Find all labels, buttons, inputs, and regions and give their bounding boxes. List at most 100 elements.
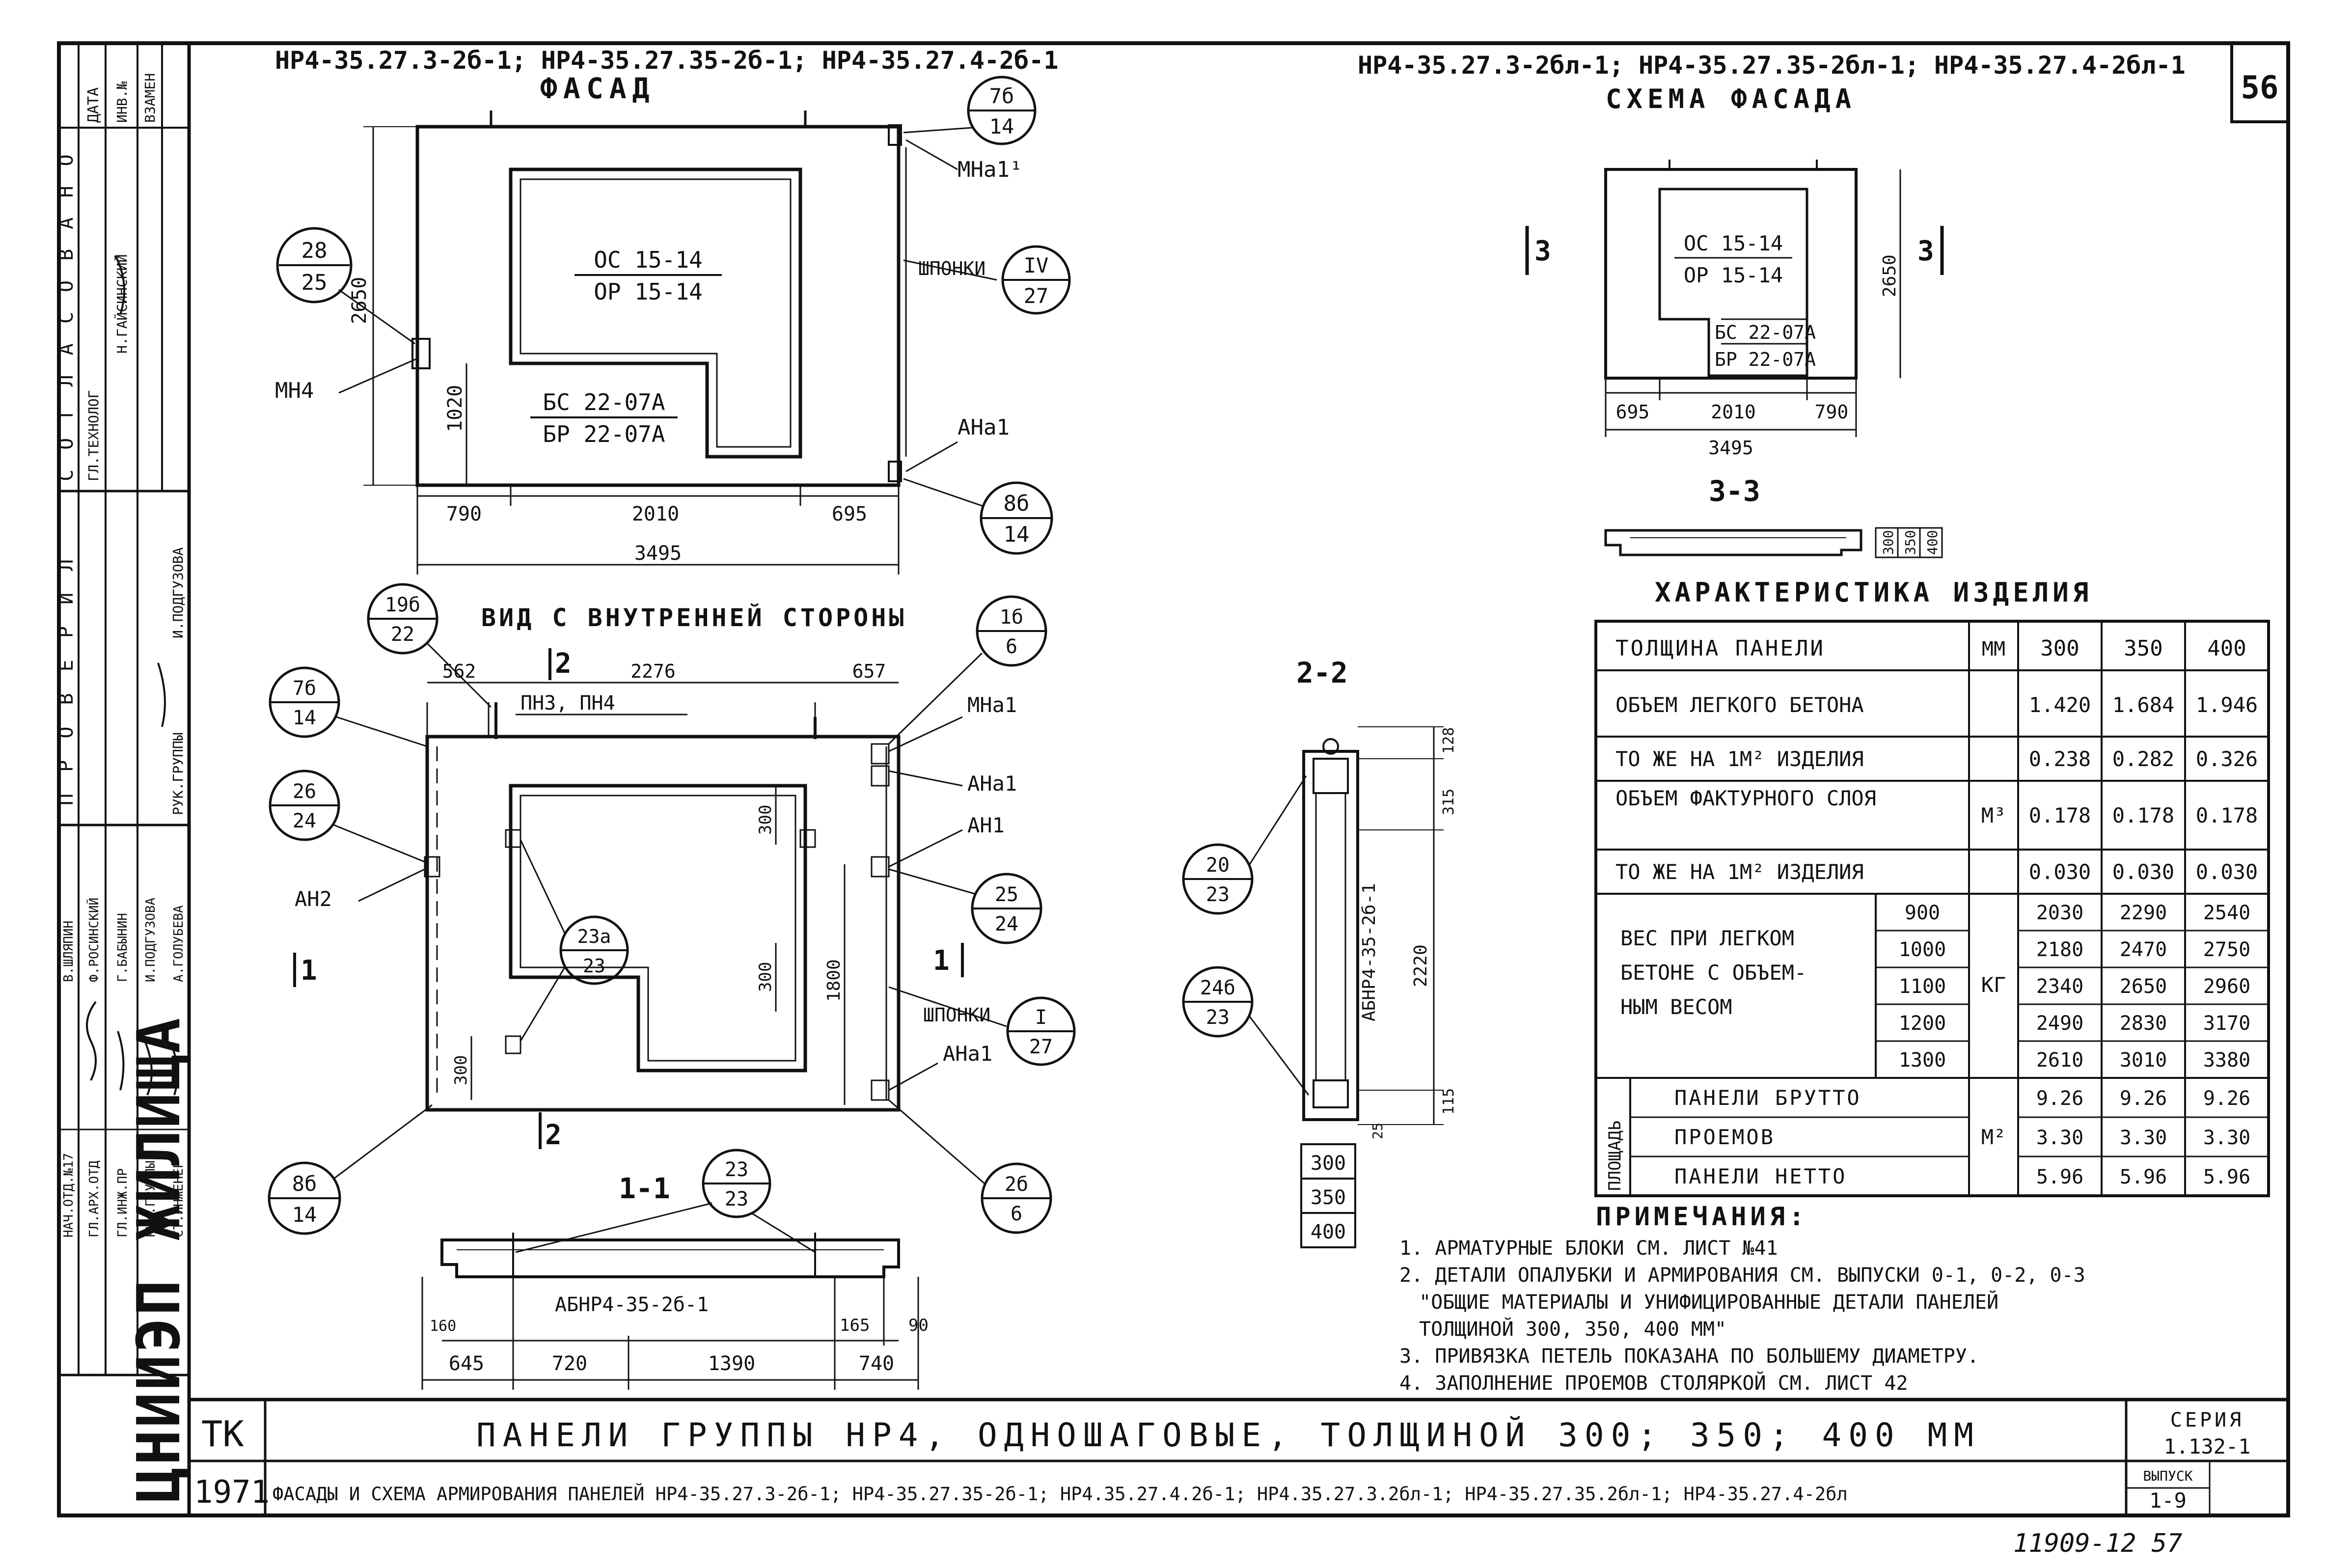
facade-callout-7b-top: 7б (989, 84, 1014, 108)
section11-block: АБНР4-35-2б-1 (555, 1293, 709, 1316)
facade-callout-8b-14 (903, 478, 1053, 555)
stamp-staff-name-2: Г.БАБЫНИН (115, 913, 130, 982)
inner-dim-top2: 2276 (630, 660, 676, 682)
char-weight-1-300: 2180 (2036, 938, 2083, 961)
char-weight-density-1: 1000 (1899, 938, 1946, 961)
inner-cut-marks (293, 648, 964, 1149)
bottom-archive-number: 11909-12 57 (2013, 1529, 2182, 1558)
facade-drawing (411, 110, 907, 487)
section11-title: 1-1 (619, 1172, 670, 1205)
inner-callout-19b-top: 19б (385, 594, 420, 616)
section22-dim-115: 115 (1440, 1088, 1457, 1115)
section22-callout-20-bottom: 23 (1206, 883, 1230, 906)
facade-callout-28-top: 28 (301, 238, 328, 263)
stamp-agreed-role-0: ГЛ.ТЕХНОЛОГ (85, 390, 102, 481)
inner-cut-mark-2-bottom: 2 (545, 1119, 562, 1151)
section33-dim-350: 350 (1902, 530, 1918, 555)
issue-value: 1-9 (2149, 1488, 2187, 1513)
scheme-door-top: БС 22-07А (1715, 322, 1816, 343)
section22-dim-315: 315 (1440, 789, 1457, 815)
section22-thick-350: 350 (1311, 1186, 1346, 1209)
section33-dim-400: 400 (1924, 530, 1941, 555)
section11-dim-90: 90 (908, 1316, 929, 1335)
inner-callout-23a-23 (520, 839, 629, 1042)
inner-label-ana1a: АНа1 (967, 771, 1017, 796)
inner-callout-26-top: 26 (293, 780, 316, 803)
outer-frame (57, 41, 2290, 1517)
facade-dim-total: 3495 (634, 542, 682, 565)
char-weight-density-4: 1300 (1899, 1049, 1946, 1072)
facade-dim-seg1: 790 (446, 503, 482, 525)
inner-callout-25-bottom: 24 (995, 913, 1018, 935)
char-area-label-0: ПАНЕЛИ БРУТТО (1674, 1086, 1861, 1110)
scheme-door-bottom: БР 22-07А (1715, 349, 1816, 370)
section11-dim-165: 165 (840, 1316, 870, 1335)
series-label: СЕРИЯ (2170, 1409, 2244, 1431)
inner-callout-7b-14 (269, 666, 428, 747)
inner-dim-v300c: 300 (451, 1055, 471, 1085)
char-area-0-350: 9.26 (2120, 1087, 2167, 1110)
facade-door-mark-bottom: БР 22-07А (543, 421, 665, 447)
char-weight-0-300: 2030 (2036, 902, 2083, 924)
stamp-staff-name-4: А.ГОЛУБЕВА (171, 905, 186, 982)
facade-title: ФАСАД (540, 72, 656, 105)
facade-dim-height: 2650 (348, 277, 371, 324)
facade-callout-IV-27 (1001, 245, 1071, 315)
stamp-staff-name-1: Ф.РОСИНСКИЙ (86, 898, 102, 982)
title-year: 1971 (194, 1474, 270, 1511)
char-thickness-400: 400 (2207, 636, 2246, 661)
inner-callout-8b-14 (268, 1104, 433, 1235)
facade-door-mark-top: БС 22-07А (543, 389, 665, 415)
char-light-volume-350: 1.684 (2112, 693, 2174, 717)
char-area-2-400: 5.96 (2203, 1166, 2250, 1188)
inner-callout-7b-bottom: 14 (293, 707, 316, 729)
char-weight-0-400: 2540 (2203, 902, 2250, 924)
notes-item-3: ТОЛЩИНОЙ 300, 350, 400 ММ" (1419, 1317, 1726, 1341)
notes-item-4: 3. ПРИВЯЗКА ПЕТЕЛЬ ПОКАЗАНА ПО БОЛЬШЕМУ … (1399, 1345, 1979, 1368)
inner-callout-19b-22 (367, 583, 492, 708)
stamp-header-inv: ИНВ.№ (114, 82, 130, 123)
inner-label-pn: ПН3, ПН4 (520, 692, 615, 715)
inner-callout-2b-bottom: 6 (1011, 1203, 1022, 1225)
scheme-dim-height: 2650 (1880, 254, 1900, 297)
facade-label-mna1: МНа1¹ (958, 157, 1022, 182)
organization-logo: ЦНИИЭП ЖИЛИЩА (125, 1016, 193, 1503)
char-area-1-400: 3.30 (2203, 1127, 2250, 1149)
char-thickness-300: 300 (2040, 636, 2079, 661)
inner-callout-8b-bottom: 14 (292, 1203, 317, 1227)
char-area-2-300: 5.96 (2036, 1166, 2083, 1188)
char-weight-2-300: 2340 (2036, 975, 2083, 998)
stamp-staff-role-0: НАЧ.ОТД.№17 (61, 1153, 76, 1238)
title-block (189, 1398, 2288, 1515)
facade-dim-low: 1020 (444, 385, 466, 432)
char-area-2-350: 5.96 (2120, 1166, 2167, 1188)
inner-dim-v300b: 300 (756, 962, 775, 992)
section22-callout-24b-bottom: 23 (1206, 1006, 1230, 1029)
inner-callout-1b-6 (888, 595, 1047, 745)
section11-dim-160: 160 (430, 1318, 456, 1335)
char-light-volume-300: 1.420 (2029, 693, 2091, 717)
char-area-label-1: ПРОЕМОВ (1674, 1125, 1775, 1149)
char-weight-1-400: 2750 (2203, 938, 2250, 961)
char-light-per-m2-350: 0.282 (2112, 747, 2174, 771)
section33-profile (1604, 527, 1943, 558)
scheme-dimensions (1605, 169, 1901, 437)
inner-callout-23a-top: 23а (577, 926, 611, 947)
notes-title: ПРИМЕЧАНИЯ: (1596, 1202, 1808, 1232)
inner-callout-23a-bottom: 23 (583, 955, 605, 977)
stamp-staff-role-2: ГЛ.ИНЖ.ПР (115, 1168, 130, 1238)
inner-label-an1: АН1 (967, 813, 1005, 837)
inner-callout-1b-bottom: 6 (1006, 635, 1017, 658)
char-weight-density-2: 1100 (1899, 975, 1946, 998)
inner-callout-25-top: 25 (995, 883, 1018, 906)
title-main: ПАНЕЛИ ГРУППЫ НР4, ОДНОШАГОВЫЕ, ТОЛЩИНОЙ… (476, 1416, 1980, 1454)
inner-callout-I-bottom: 27 (1029, 1036, 1053, 1058)
char-area-0-300: 9.26 (2036, 1087, 2083, 1110)
facade-header: НР4-35.27.3-2б-1; НР4-35.27.35-2б-1; НР4… (275, 46, 1058, 75)
char-weight-2-400: 2960 (2203, 975, 2250, 998)
sheet-number: 56 (2241, 70, 2278, 106)
inner-cut-mark-2-top: 2 (555, 648, 572, 680)
title-tk: ТК (201, 1413, 244, 1455)
